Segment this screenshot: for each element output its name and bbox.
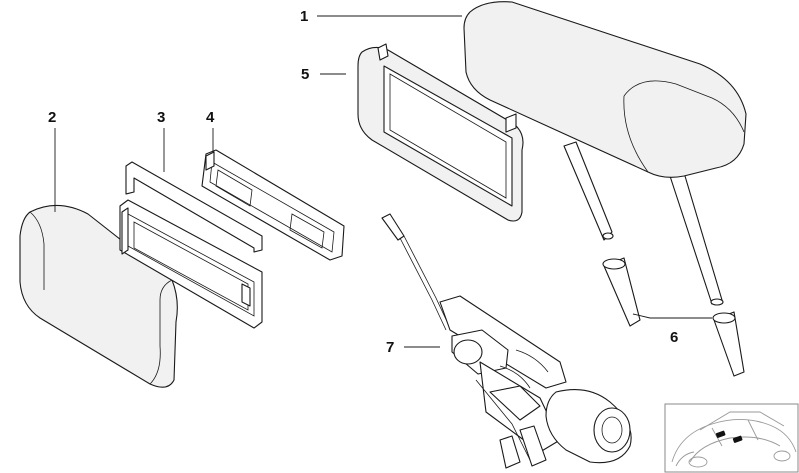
callout-labels: 1 2 3 4 5 6 7: [48, 8, 678, 356]
callout-3: 3: [157, 109, 165, 126]
part-1-headrest: [463, 1, 747, 306]
part-6-guide-sleeves: [602, 257, 745, 377]
part-4-cover-plate: [201, 149, 345, 261]
leader-lines: [54, 15, 712, 348]
leader-6a: [632, 313, 676, 319]
callout-7: 7: [386, 339, 394, 356]
part-7-drive-mechanism: [381, 213, 632, 469]
callout-2: 2: [48, 109, 56, 126]
locator-marker-1: [715, 430, 726, 438]
callout-1: 1: [300, 8, 308, 25]
part-3-mounting-frame: [119, 161, 263, 329]
car-locator-icon: [664, 403, 799, 473]
callout-4: 4: [206, 109, 215, 126]
part-2-cushion-pad: [19, 204, 178, 388]
locator-marker-2: [732, 435, 743, 443]
part-5-rear-panel: [357, 43, 524, 222]
callout-6: 6: [670, 329, 678, 346]
callout-5: 5: [301, 66, 309, 83]
